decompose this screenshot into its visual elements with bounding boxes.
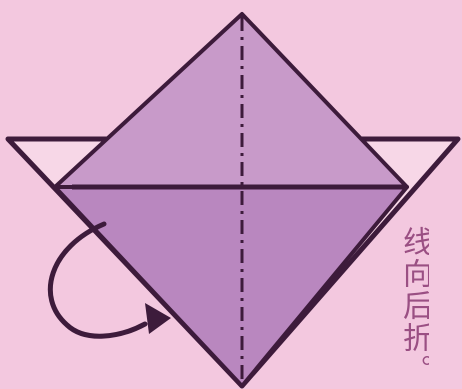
fold-instruction-caption: 线向后折。 xyxy=(373,226,429,386)
top-triangle-shape xyxy=(55,14,407,187)
lower-diamond-shape xyxy=(55,187,407,386)
